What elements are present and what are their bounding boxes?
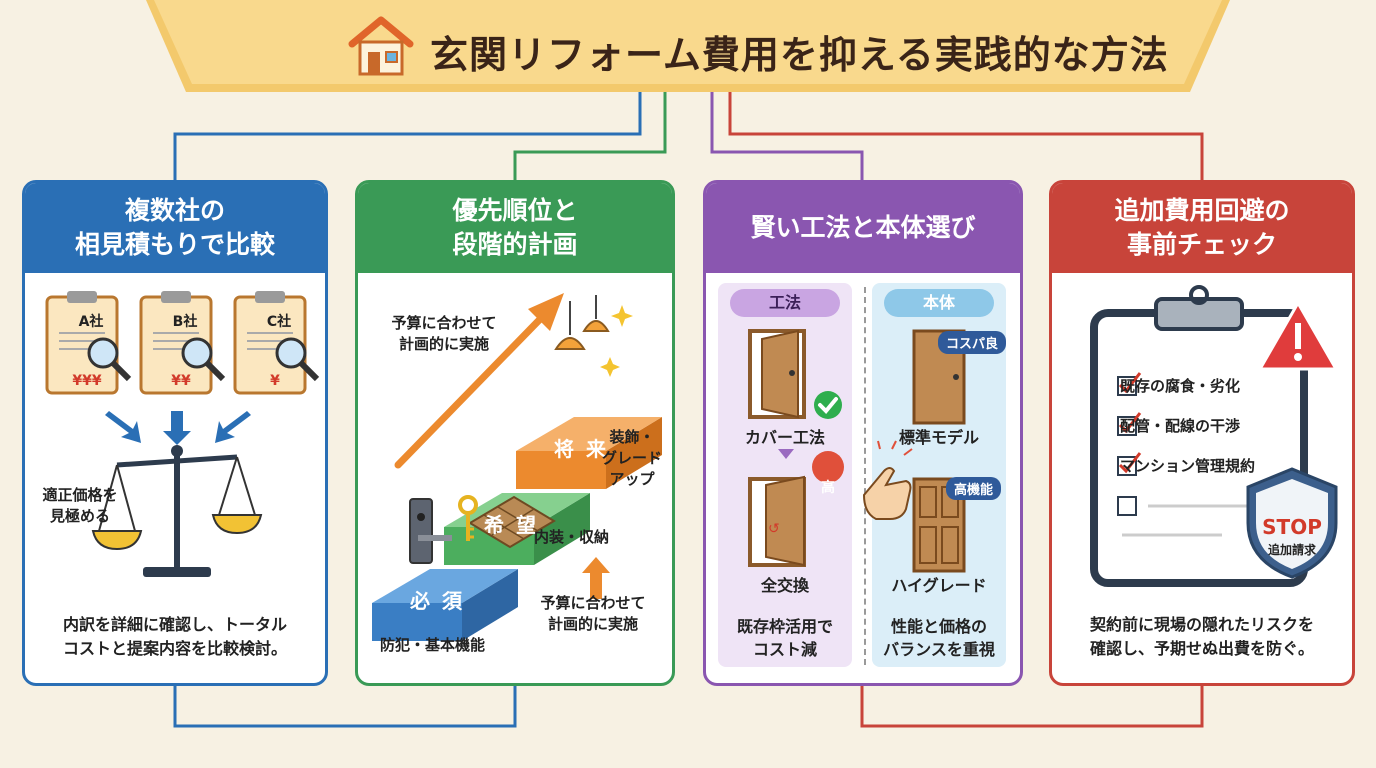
card-precheck: 追加費用回避の 事前チェック 既存の腐食・劣化 配管・配 xyxy=(1049,180,1355,686)
quote-company-c: C社 xyxy=(266,314,292,330)
title-banner: 玄関リフォーム費用を抑える実践的な方法 xyxy=(140,0,1236,96)
steps-illustration xyxy=(372,293,662,641)
clipboard-icon-c xyxy=(233,291,307,395)
check-icon xyxy=(814,391,842,419)
lamp-icons xyxy=(554,295,633,377)
checklist-item: 既存の腐食・劣化 xyxy=(1120,377,1241,395)
house-icon xyxy=(348,16,414,76)
magnifier-icons xyxy=(87,337,320,382)
clipboard-icon-a xyxy=(45,291,119,395)
option-cover-method: カバー工法 xyxy=(744,428,825,447)
card-header: 追加費用回避の 事前チェック xyxy=(1052,183,1352,273)
method-header: 工法 xyxy=(730,289,840,317)
card-quote-comparison: 複数社の 相見積もりで比較 xyxy=(22,180,328,686)
warning-icon xyxy=(1257,299,1339,371)
option-standard-model: 標準モデル xyxy=(898,428,979,447)
stop-label: STOP xyxy=(1262,515,1322,539)
step-caption-desired: 内装・収納 xyxy=(534,528,610,546)
arrow-icons xyxy=(105,411,251,445)
down-triangle-icon xyxy=(778,449,794,459)
quote-company-b: B社 xyxy=(172,314,198,330)
column-divider xyxy=(864,287,866,665)
wood-tile-icon xyxy=(468,495,556,549)
scale-icon xyxy=(91,445,263,577)
card-description: 契約前に現場の隠れたリスクを 確認し、予期せぬ出費を防ぐ。 xyxy=(1089,615,1314,658)
quote-price-a: ¥¥¥ xyxy=(72,373,102,389)
body-description: 性能と価格の バランスを重視 xyxy=(883,617,995,659)
checklist-item: 配管・配線の干渉 xyxy=(1120,417,1241,435)
step-caption-future: 装飾・ グレード アップ xyxy=(601,428,662,488)
door-icon-cover xyxy=(748,329,806,419)
shield-icon xyxy=(1246,467,1338,579)
step-caption-essential: 防犯・基本機能 xyxy=(380,636,486,654)
tag-cost-performance: コスパ良 xyxy=(938,331,1007,354)
method-description: 既存枠活用で コスト減 xyxy=(736,617,833,659)
checklist-item: マンション管理規約 xyxy=(1120,457,1256,475)
door-icon-standard xyxy=(912,329,966,425)
option-high-grade: ハイグレード xyxy=(891,576,987,595)
card-title: 複数社の 相見積もりで比較 xyxy=(74,196,275,259)
card-title: 賢い工法と本体選び xyxy=(750,213,976,242)
banner-background xyxy=(146,0,1230,92)
card-header: 賢い工法と本体選び xyxy=(706,183,1020,273)
card-title: 優先順位と 段階的計画 xyxy=(452,196,578,259)
checkbox-icons xyxy=(1117,372,1262,537)
step-label-essential: 必須 xyxy=(410,589,474,613)
arrow-label: 予算に合わせて 計画的に実施 xyxy=(391,314,497,353)
pointing-hand-icon xyxy=(862,440,913,520)
checklist-illustration xyxy=(1090,285,1339,587)
tag-high-performance: 高機能 xyxy=(946,477,1002,500)
door-icon-full-replace: ↺ xyxy=(748,475,806,567)
step-label-desired: 希望 xyxy=(484,513,548,537)
high-cost-badge: 高 xyxy=(821,480,835,496)
door-illustration: ↺ xyxy=(748,329,966,573)
card-title: 追加費用回避の 事前チェック xyxy=(1114,196,1290,259)
card-method-selection: 賢い工法と本体選び 工法 本体 ↺ xyxy=(703,180,1023,686)
card-header: 優先順位と 段階的計画 xyxy=(358,183,672,273)
card-header: 複数社の 相見積もりで比較 xyxy=(25,183,325,273)
svg-text:↺: ↺ xyxy=(768,521,780,537)
scale-label: 適正価格を 見極める xyxy=(42,486,118,525)
up-arrow-icon xyxy=(582,557,610,599)
growth-arrow-icon xyxy=(394,293,564,469)
card-priority-plan: 優先順位と 段階的計画 xyxy=(355,180,675,686)
quote-price-c: ¥ xyxy=(270,373,280,389)
step-label-future: 将来 xyxy=(554,437,618,461)
body-header: 本体 xyxy=(884,289,994,317)
quote-price-b: ¥¥ xyxy=(171,373,191,389)
high-cost-badge-icon xyxy=(812,451,844,483)
option-full-replace: 全交換 xyxy=(760,576,809,595)
bottom-note: 予算に合わせて 計画的に実施 xyxy=(540,594,646,633)
quote-company-a: A社 xyxy=(78,314,104,330)
stop-sub-label: 追加請求 xyxy=(1267,543,1316,557)
page-title: 玄関リフォーム費用を抑える実践的な方法 xyxy=(430,33,1169,77)
quote-illustration xyxy=(45,291,320,577)
door-lock-icon xyxy=(409,495,478,564)
card-description: 内訳を詳細に確認し、トータル コストと提案内容を比較検討。 xyxy=(62,615,287,658)
